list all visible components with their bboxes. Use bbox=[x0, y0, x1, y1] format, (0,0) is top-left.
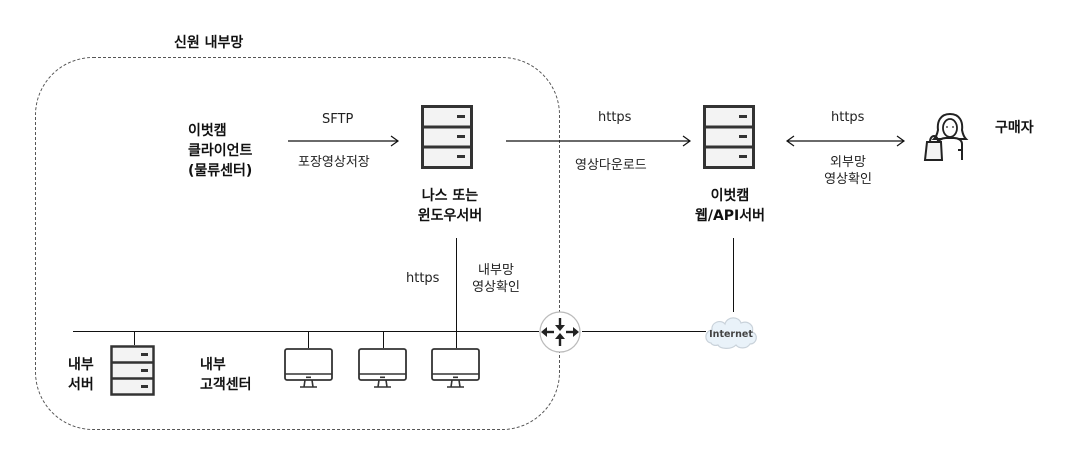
server-icon[interactable] bbox=[421, 105, 473, 169]
edge-web-buyer-desc: 외부망 영상확인 bbox=[808, 154, 888, 188]
router-icon[interactable] bbox=[539, 311, 581, 353]
edge-nas-vertical-protocol: https bbox=[406, 271, 440, 286]
edge-nas-vertical-desc-line1: 내부망 bbox=[478, 263, 514, 278]
client-label-line3: (물류센터) bbox=[188, 163, 253, 179]
shopper-icon[interactable] bbox=[922, 108, 978, 164]
cloud-icon[interactable]: Internet bbox=[703, 311, 759, 353]
drop-monitor-1 bbox=[308, 331, 309, 348]
edge-client-nas-desc: 포장영상저장 bbox=[298, 155, 370, 170]
customer-center-label: 내부 고객센터 bbox=[200, 355, 252, 395]
server-icon[interactable] bbox=[110, 345, 156, 397]
edge-nas-web-protocol: https bbox=[598, 110, 632, 125]
zone-title: 신원 내부망 bbox=[174, 35, 244, 51]
arrow-web-buyer-bidirectional bbox=[785, 135, 906, 147]
link-web-to-internet bbox=[733, 238, 734, 312]
client-node[interactable]: 이벗캠 클라이언트 (물류센터) bbox=[188, 121, 252, 181]
web-node-label: 이벗캠 웹/API서버 bbox=[685, 186, 775, 226]
monitor-icon[interactable] bbox=[284, 348, 334, 390]
edge-web-buyer-desc-line1: 외부망 bbox=[830, 155, 866, 170]
link-nas-to-bus bbox=[456, 238, 457, 348]
nas-node-label: 나스 또는 윈도우서버 bbox=[405, 186, 495, 226]
nas-label-line1: 나스 또는 bbox=[421, 188, 479, 204]
internal-server-label: 내부 서버 bbox=[68, 355, 94, 395]
drop-monitor-2 bbox=[383, 331, 384, 348]
drop-internal-server bbox=[134, 331, 135, 345]
web-label-line1: 이벗캠 bbox=[710, 188, 750, 204]
arrow-nas-to-web bbox=[506, 135, 692, 147]
edge-client-nas-protocol: SFTP bbox=[322, 112, 354, 127]
lan-bus bbox=[73, 331, 539, 332]
internal-server-line2: 서버 bbox=[68, 377, 94, 393]
edge-web-buyer-protocol: https bbox=[831, 110, 865, 125]
client-label-line2: 클라이언트 bbox=[188, 143, 253, 159]
edge-nas-vertical-desc: 내부망 영상확인 bbox=[461, 262, 531, 296]
server-icon[interactable] bbox=[703, 105, 755, 169]
customer-center-line2: 고객센터 bbox=[200, 377, 252, 393]
client-label-line1: 이벗캠 bbox=[188, 123, 227, 139]
edge-nas-web-desc: 영상다운로드 bbox=[575, 158, 647, 173]
buyer-label: 구매자 bbox=[995, 120, 1034, 136]
internal-network-zone bbox=[35, 57, 560, 430]
nas-label-line2: 윈도우서버 bbox=[417, 208, 483, 224]
arrow-client-to-nas bbox=[288, 135, 400, 147]
internal-server-line1: 내부 bbox=[68, 357, 94, 373]
internet-label: Internet bbox=[709, 329, 753, 340]
edge-web-buyer-desc-line2: 영상확인 bbox=[824, 172, 872, 187]
web-label-line2: 웹/API서버 bbox=[694, 208, 766, 224]
monitor-icon[interactable] bbox=[431, 348, 481, 390]
edge-nas-vertical-desc-line2: 영상확인 bbox=[472, 280, 520, 295]
monitor-icon[interactable] bbox=[358, 348, 408, 390]
customer-center-line1: 내부 bbox=[200, 357, 226, 373]
link-router-to-internet bbox=[582, 331, 706, 332]
